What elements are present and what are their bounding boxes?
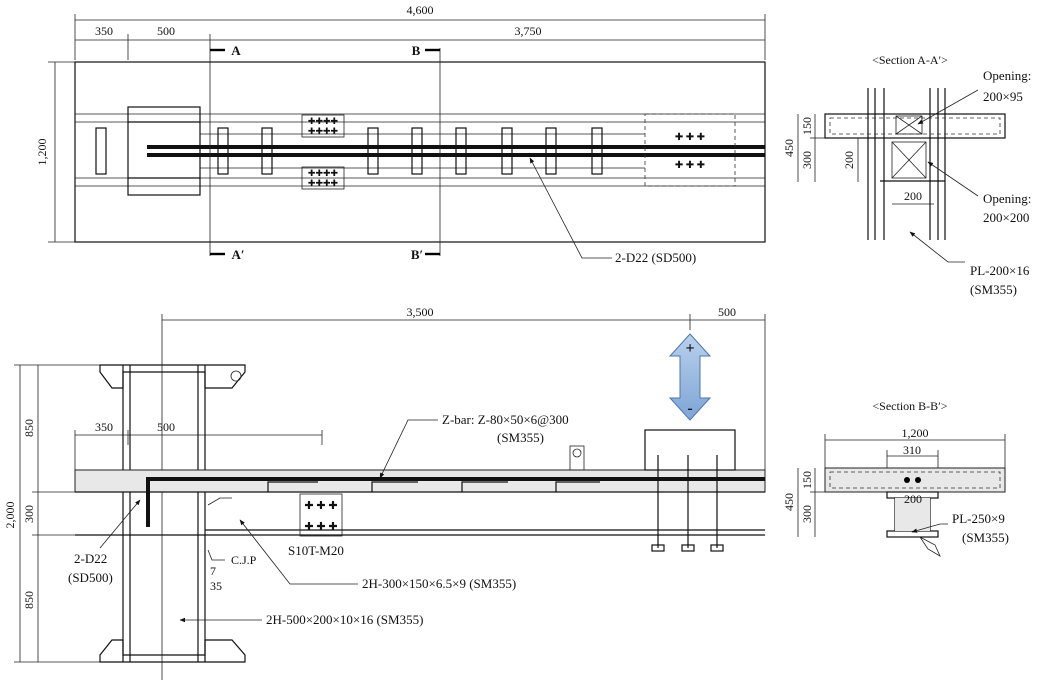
plan-dim-width: 1,200: [35, 139, 49, 166]
opening2-leader: [927, 161, 979, 197]
opening1-leader: [917, 89, 979, 125]
plan-bolt-group-bottom: ✚✚✚✚ ✚✚✚✚: [301, 166, 345, 190]
svg-text:✚✚✚✚: ✚✚✚✚: [308, 126, 339, 136]
svg-text:✚✚✚✚: ✚✚✚✚: [308, 168, 339, 178]
section-aa-dim-300: 300: [800, 151, 814, 169]
elev-zbars: [267, 481, 600, 492]
section-aa: <Section A-A′> 1: [782, 53, 1031, 297]
plan-dim-350: 350: [95, 24, 113, 38]
plan-rebar-leader: [529, 157, 612, 259]
section-aa-slab: [824, 113, 1006, 139]
section-aa-dim-150: 150: [800, 117, 814, 135]
elev-dim-2000: 2,000: [3, 502, 17, 529]
column-label: 2H-500×200×10×16 (SM355): [266, 612, 423, 627]
section-bb-dim-310: 310: [903, 443, 921, 457]
svg-text:✚ ✚ ✚: ✚ ✚ ✚: [304, 500, 337, 512]
section-mark-b-prime: B′: [411, 247, 423, 262]
section-mark-b: B: [412, 43, 421, 58]
section-aa-opening-2: [891, 141, 927, 179]
opening2-label: Opening:: [983, 191, 1031, 206]
plate-aa-label: PL-200×16: [970, 263, 1030, 278]
load-plus: +: [685, 340, 694, 357]
section-aa-dim-200v: 200: [842, 151, 856, 169]
elev-beam: [75, 491, 765, 536]
beam-label: 2H-300×150×6.5×9 (SM355): [362, 576, 516, 591]
plate-aa-grade: (SM355): [970, 282, 1017, 297]
elev-bolt-plate: ✚ ✚ ✚ ✚ ✚ ✚: [299, 493, 343, 537]
opening1-label: Opening:: [983, 68, 1031, 83]
elev-dim-3500: 3,500: [407, 305, 434, 319]
section-cut-a: [209, 48, 225, 256]
section-mark-a-prime: A′: [231, 247, 244, 262]
section-mark-a: A: [231, 43, 241, 58]
plan-end-plate: ✚ ✚ ✚ ✚ ✚ ✚: [644, 113, 736, 187]
plan-dim-3750: 3,750: [515, 24, 542, 38]
section-bb-dim-150: 150: [800, 471, 814, 489]
load-arrow-icon: [668, 333, 712, 421]
plate-bb-grade: (SM355): [962, 530, 1009, 545]
svg-text:✚✚✚✚: ✚✚✚✚: [308, 116, 339, 126]
section-aa-title: <Section A-A′>: [872, 53, 948, 67]
plan-dim-500: 500: [157, 24, 175, 38]
svg-text:✚✚✚✚: ✚✚✚✚: [308, 178, 339, 188]
elev-rebar: [146, 477, 765, 527]
load-frame: [644, 429, 736, 552]
zbar-grade: (SM355): [497, 430, 544, 445]
section-bb-dim-450: 450: [782, 493, 796, 511]
load-minus: -: [687, 400, 692, 417]
elev-dim-350: 350: [95, 420, 113, 434]
section-aa-opening-1: [895, 115, 923, 135]
section-aa-dim-200h: 200: [904, 189, 922, 203]
plate-bb-label: PL-250×9: [952, 511, 1005, 526]
bolt-label: S10T-M20: [288, 543, 344, 558]
section-aa-dim-450: 450: [782, 139, 796, 157]
elev-dim-500-top: 500: [718, 305, 736, 319]
beam-leader: [239, 519, 358, 585]
weld-label: C.J.P: [231, 553, 257, 567]
plan-rebar-label: 2-D22 (SD500): [615, 250, 696, 265]
plan-view: 4,600 350 500 3,750 1,200: [35, 3, 766, 265]
svg-text:✚ ✚ ✚: ✚ ✚ ✚: [675, 132, 705, 143]
elev-dim-850-upper: 850: [22, 419, 36, 437]
section-bb-title: <Section B-B′>: [872, 399, 947, 413]
opening2-size: 200×200: [983, 210, 1029, 225]
elev-rebar-grade: (SD500): [68, 570, 113, 585]
section-bb-dim-1200: 1,200: [902, 426, 929, 440]
plan-bolt-group-top: ✚✚✚✚ ✚✚✚✚: [301, 114, 345, 138]
zbar-label: Z-bar: Z-80×50×6@300: [442, 412, 569, 427]
opening1-size: 200×95: [983, 89, 1023, 104]
zbar-leader: [379, 419, 438, 479]
plan-column: [127, 106, 201, 196]
section-bb-dim-200: 200: [904, 492, 922, 506]
section-cut-b: [425, 48, 441, 256]
svg-text:✚ ✚ ✚: ✚ ✚ ✚: [304, 521, 337, 533]
section-bb: <Section B-B′> 1,200 310 150 300 450: [782, 399, 1009, 557]
elev-rebar-leader: [99, 499, 141, 549]
plan-slab-outline: [74, 61, 766, 243]
elev-dim-500: 500: [157, 420, 175, 434]
svg-text:✚ ✚ ✚: ✚ ✚ ✚: [675, 160, 705, 171]
elev-dim-300: 300: [22, 505, 36, 523]
plan-dim-lines: [48, 14, 766, 243]
weld-num-35: 35: [210, 579, 222, 593]
elev-rebar-label: 2-D22: [74, 551, 107, 566]
section-aa-column: [867, 88, 946, 240]
weld-num-7: 7: [210, 564, 216, 578]
plan-beam-lines: [75, 113, 765, 187]
plan-zbars: [95, 127, 603, 175]
plate-bb-leader: [911, 523, 948, 533]
section-bb-dim-300: 300: [800, 505, 814, 523]
elevation-view: 3,500 500 350 500 2,000 850 300 850: [3, 305, 766, 680]
elev-dim-850-lower: 850: [22, 591, 36, 609]
plate-aa-leader: [909, 231, 965, 263]
elev-column: [99, 364, 246, 663]
plan-dim-total: 4,600: [407, 3, 434, 17]
